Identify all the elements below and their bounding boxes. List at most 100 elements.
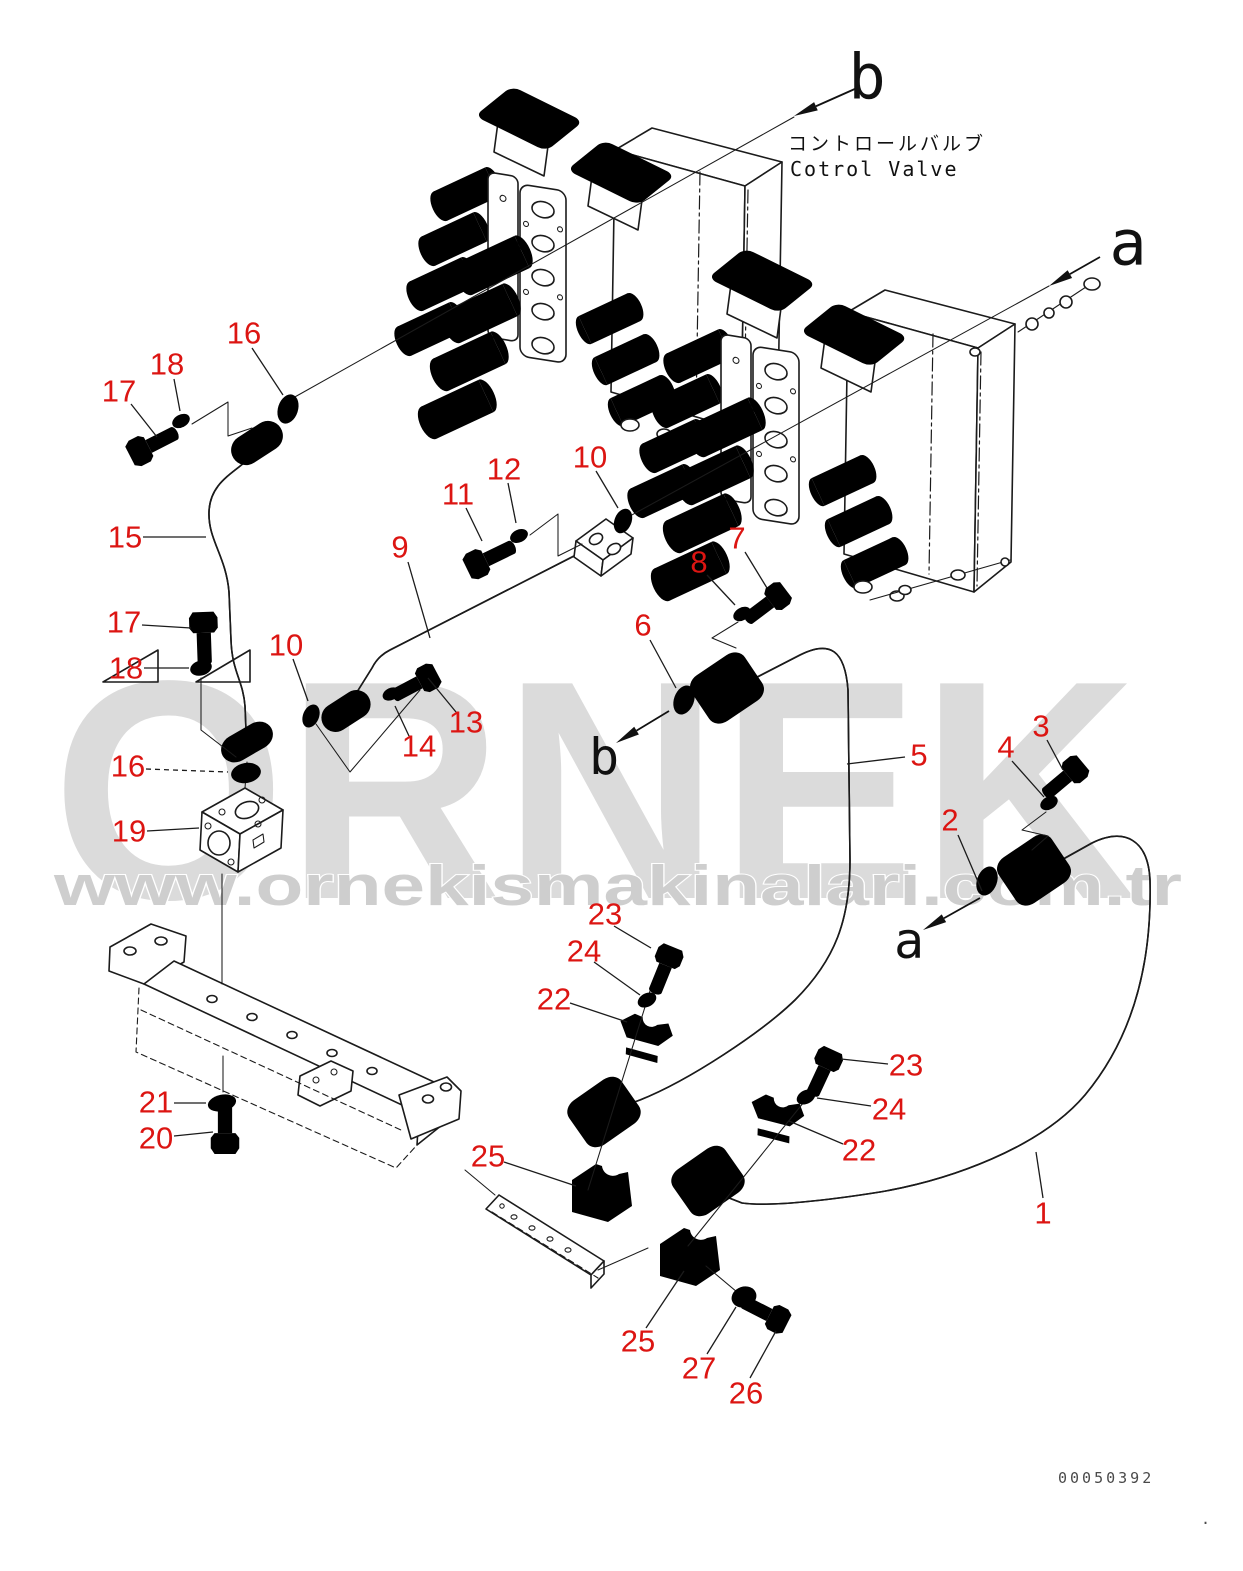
part-number-18: 18 bbox=[150, 347, 184, 382]
part-number-7: 7 bbox=[728, 521, 745, 556]
leader-line-2 bbox=[957, 834, 983, 892]
pipe-1 bbox=[723, 835, 1151, 1205]
part-number-5: 5 bbox=[910, 738, 927, 773]
view-letter-b: b bbox=[589, 728, 619, 786]
leader-line-18 bbox=[173, 378, 181, 412]
part-number-22: 22 bbox=[537, 982, 571, 1017]
leader-line-20 bbox=[173, 1131, 214, 1137]
part-number-23: 23 bbox=[588, 897, 622, 932]
leader-line-12 bbox=[507, 482, 517, 524]
leader-line-22 bbox=[788, 1120, 844, 1145]
leader-line-17 bbox=[141, 624, 192, 629]
leader-line-6 bbox=[649, 639, 677, 689]
part-number-2: 2 bbox=[941, 803, 958, 838]
part-number-9: 9 bbox=[391, 530, 408, 565]
leader-line-19 bbox=[146, 827, 200, 832]
part-number-19: 19 bbox=[112, 814, 146, 849]
leader-line-25 bbox=[503, 1161, 577, 1187]
part-number-17: 17 bbox=[107, 605, 141, 640]
part-number-13: 13 bbox=[449, 705, 483, 740]
leader-line-16 bbox=[145, 768, 229, 773]
leader-line-4 bbox=[1011, 760, 1045, 798]
part-number-11: 11 bbox=[442, 477, 474, 512]
part-number-24: 24 bbox=[567, 934, 601, 969]
manifold-block-19 bbox=[199, 787, 284, 873]
view-arrow-line bbox=[636, 710, 670, 732]
leader-line-10 bbox=[292, 658, 309, 702]
leader-line-8 bbox=[706, 574, 736, 606]
leader-line-16 bbox=[251, 347, 284, 396]
highlight-mark bbox=[102, 649, 159, 683]
part-number-15: 15 bbox=[108, 520, 142, 555]
part-number-6: 6 bbox=[634, 608, 651, 643]
pipe-15 bbox=[208, 454, 253, 731]
view-arrow-head bbox=[616, 726, 639, 743]
leader-line-11 bbox=[465, 507, 483, 542]
part-number-16: 16 bbox=[227, 316, 261, 351]
part-number-21: 21 bbox=[139, 1085, 173, 1120]
leader-line-24 bbox=[816, 1097, 872, 1107]
leader-line-23 bbox=[840, 1058, 889, 1065]
part-number-10: 10 bbox=[573, 440, 607, 475]
leader-line-7 bbox=[744, 551, 768, 589]
leader-line-5 bbox=[846, 756, 906, 765]
view-letter-a: a bbox=[894, 912, 924, 970]
part-number-17: 17 bbox=[102, 374, 136, 409]
view-letter-b: b bbox=[848, 41, 885, 114]
doc-number: 00050392 bbox=[1058, 1469, 1154, 1487]
leader-line-25 bbox=[645, 1270, 685, 1329]
part-number-24: 24 bbox=[872, 1092, 906, 1127]
part-number-23: 23 bbox=[889, 1048, 923, 1083]
part-number-25: 25 bbox=[621, 1324, 655, 1359]
view-arrow-head bbox=[794, 102, 818, 116]
valve-label-english: Cotrol Valve bbox=[790, 157, 959, 181]
flange-pipe15-top bbox=[225, 415, 289, 471]
leader-line-9 bbox=[407, 561, 431, 639]
view-arrow-line bbox=[1069, 256, 1101, 275]
clamp-22-right bbox=[750, 1093, 805, 1144]
oring-16-top bbox=[273, 391, 303, 427]
view-arrow-head bbox=[923, 914, 947, 930]
match-line-a bbox=[629, 285, 1050, 517]
leader-line-22 bbox=[569, 1002, 628, 1023]
valve-label-japanese: コントロールバルブ bbox=[788, 132, 986, 155]
leader-line-26 bbox=[749, 1330, 777, 1379]
leader-line-14 bbox=[394, 705, 410, 737]
flange-pipe1-bottom bbox=[666, 1140, 750, 1222]
leader-line-10 bbox=[595, 470, 619, 509]
part-number-3: 3 bbox=[1032, 709, 1049, 744]
leader-line-24 bbox=[593, 961, 641, 996]
part-number-1: 1 bbox=[1034, 1196, 1051, 1231]
highlight-mark bbox=[195, 649, 251, 683]
part-number-4: 4 bbox=[997, 730, 1014, 765]
clamp-22-left bbox=[618, 1012, 674, 1064]
part-number-12: 12 bbox=[487, 452, 521, 487]
part-number-18: 18 bbox=[109, 651, 143, 686]
part-number-14: 14 bbox=[402, 729, 436, 764]
match-line-b bbox=[292, 116, 795, 399]
watermark-brand: ORNEK bbox=[52, 617, 1137, 965]
leader-line-27 bbox=[706, 1306, 737, 1355]
clamp-25-left bbox=[572, 1164, 632, 1222]
leader-line-17 bbox=[130, 403, 158, 438]
view-arrow-line bbox=[815, 87, 858, 108]
valve-hose-fitting bbox=[969, 277, 1101, 357]
part-number-20: 20 bbox=[139, 1121, 173, 1156]
view-arrow-line bbox=[943, 897, 981, 920]
pipe-9 bbox=[351, 555, 575, 701]
part-number-8: 8 bbox=[690, 545, 707, 580]
callout-layer: 1234567891010111213141516161717181819202… bbox=[102, 316, 1064, 1411]
leader-line-23 bbox=[613, 925, 652, 949]
clamp-25-bottom bbox=[660, 1228, 720, 1286]
leader-line-3 bbox=[1046, 739, 1064, 771]
pipe-5 bbox=[617, 647, 851, 1109]
part-number-22: 22 bbox=[842, 1133, 876, 1168]
rail-plate bbox=[485, 1194, 605, 1289]
highlight-layer bbox=[102, 649, 251, 683]
part-number-10: 10 bbox=[269, 628, 303, 663]
view-arrow-head bbox=[1049, 270, 1073, 286]
part-number-26: 26 bbox=[729, 1376, 763, 1411]
